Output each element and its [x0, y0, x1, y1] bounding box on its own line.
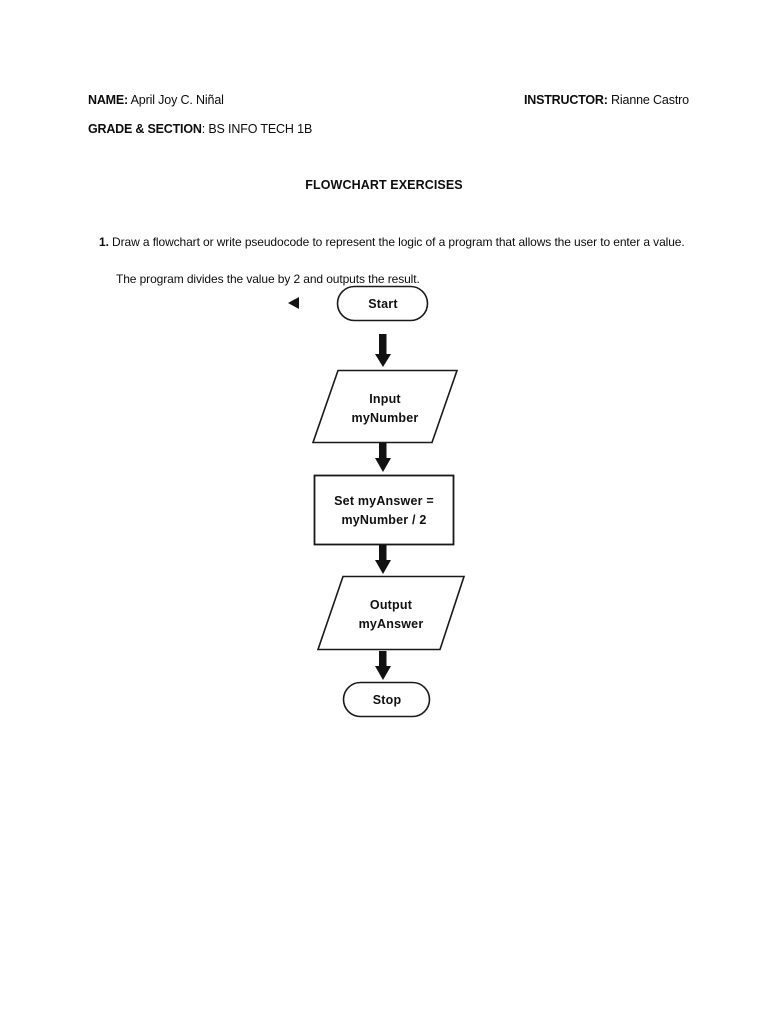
flow-node-input-label-line1: Input — [369, 392, 401, 406]
flow-node-process-label-line2: myNumber / 2 — [341, 513, 426, 527]
flow-node-input[interactable] — [311, 369, 459, 444]
grade-section-field: GRADE & SECTION: BS INFO TECH 1B — [88, 122, 312, 137]
page-title: FLOWCHART EXERCISES — [305, 178, 463, 192]
flow-node-output[interactable] — [316, 575, 466, 651]
flow-node-stop-label: Stop — [373, 693, 402, 707]
instructor-field: INSTRUCTOR: Rianne Castro — [524, 93, 689, 108]
question-number: 1. — [99, 235, 109, 249]
flow-node-output-label-line1: Output — [370, 598, 413, 612]
grade-section-value: : BS INFO TECH 1B — [201, 122, 313, 136]
connector-process-to-output — [375, 545, 391, 574]
instructor-value: Rianne Castro — [607, 93, 689, 107]
connector-start-to-input — [375, 334, 391, 367]
flow-node-input-label-line2: myNumber — [352, 411, 419, 425]
question-text-1: Draw a flowchart or write pseudocode to … — [108, 235, 685, 249]
flow-node-output-label-line2: myAnswer — [359, 617, 424, 631]
flow-node-process[interactable] — [313, 474, 455, 546]
flow-node-start-label: Start — [368, 297, 398, 311]
flow-node-start[interactable] — [336, 285, 429, 322]
flow-node-stop[interactable] — [342, 681, 431, 718]
name-field: NAME: April Joy C. Niñal — [88, 93, 224, 108]
name-label: NAME: — [88, 93, 128, 107]
flow-node-process-label-line1: Set myAnswer = — [334, 494, 434, 508]
question-line-2: The program divides the value by 2 and o… — [116, 272, 420, 286]
instructor-label: INSTRUCTOR: — [524, 93, 608, 107]
question-line-1: 1. Draw a flowchart or write pseudocode … — [99, 234, 685, 250]
connector-input-to-process — [375, 443, 391, 472]
connector-output-to-stop — [375, 651, 391, 680]
name-value: April Joy C. Niñal — [127, 93, 224, 107]
cursor-triangle-icon — [288, 297, 299, 309]
grade-section-label: GRADE & SECTION — [88, 122, 202, 136]
